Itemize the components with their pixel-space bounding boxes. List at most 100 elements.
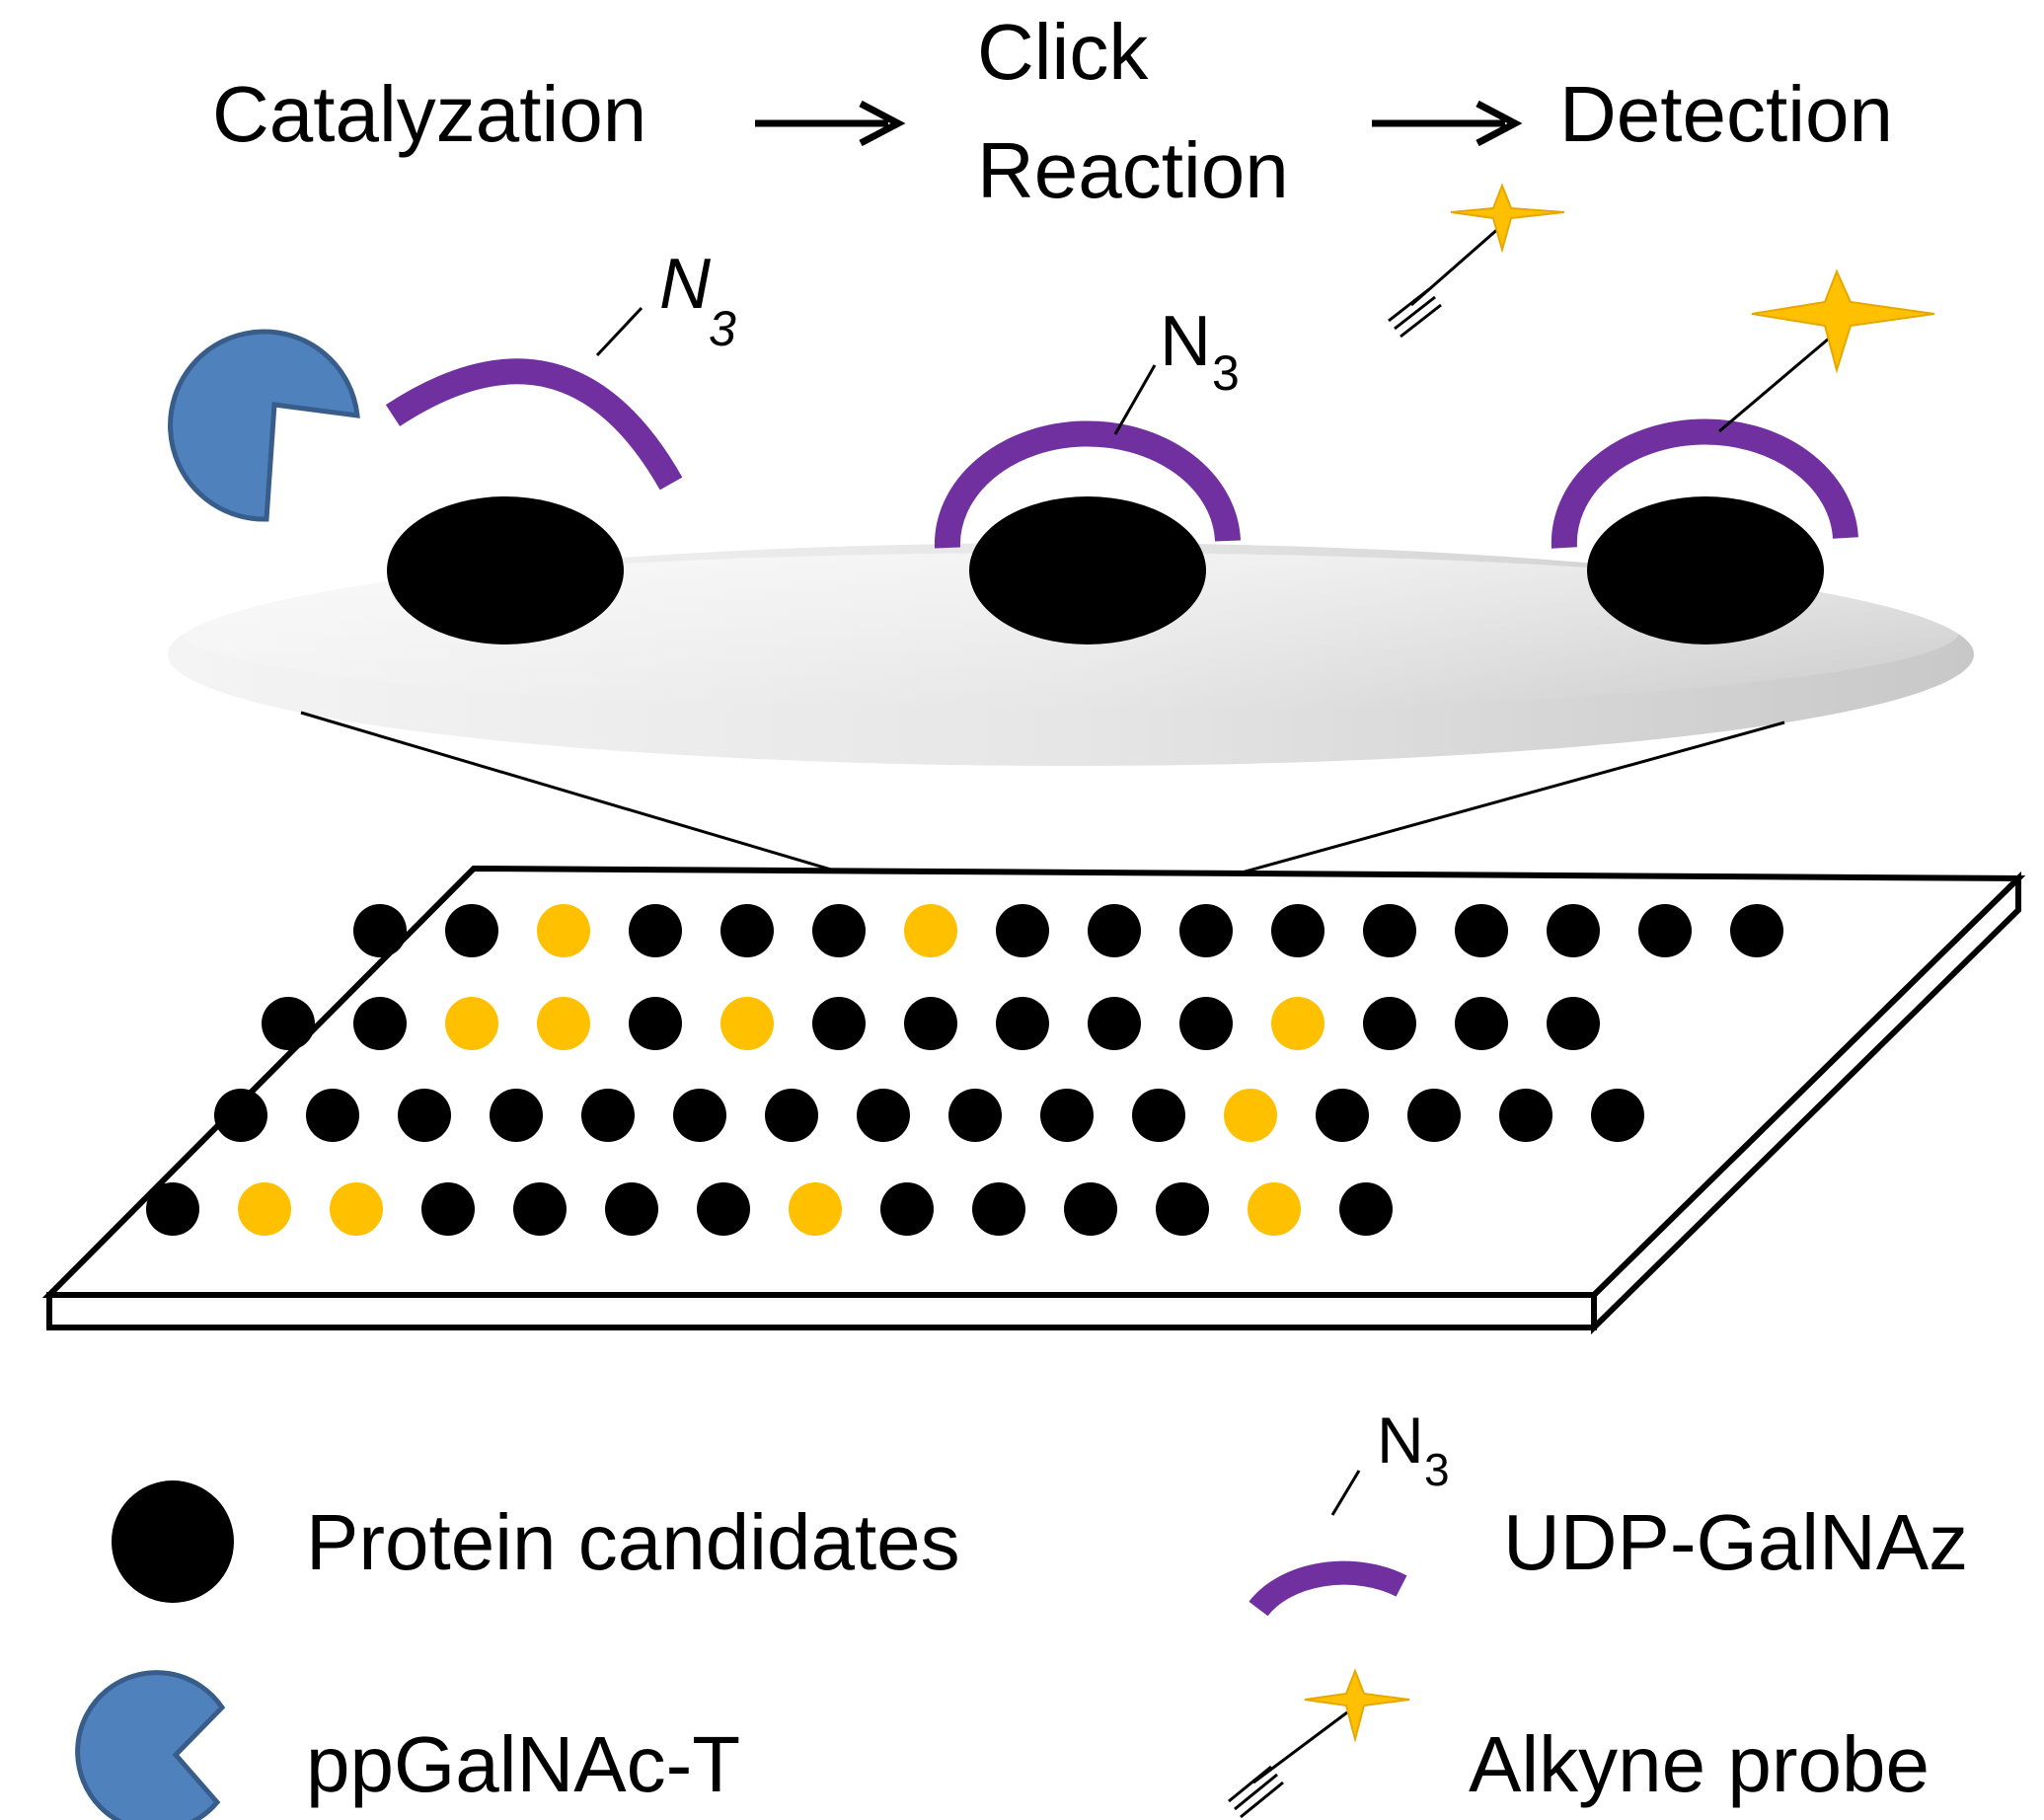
protein-icon — [387, 496, 624, 645]
array-spot — [996, 904, 1049, 957]
svg-text:3: 3 — [1212, 345, 1240, 401]
array-spot — [904, 997, 957, 1050]
array-spot — [398, 1089, 451, 1142]
legend-label-sugar: UDP-GalNAz — [1503, 1498, 1968, 1586]
array-spot — [421, 1182, 475, 1236]
stage-click-reaction: N 3 — [934, 302, 1241, 645]
svg-text:3: 3 — [1424, 1444, 1450, 1495]
array-spot — [1547, 997, 1600, 1050]
svg-text:N: N — [1377, 1403, 1424, 1477]
array-spot — [1316, 1089, 1369, 1142]
array-spot — [1363, 997, 1416, 1050]
svg-text:3: 3 — [709, 301, 736, 356]
array-spot — [880, 1182, 934, 1236]
legend: Protein candidates ppGalNAc-T N 3 UDP-Ga… — [75, 1403, 1968, 1820]
stage-detection — [1551, 268, 1935, 645]
array-spot — [1363, 904, 1416, 957]
array-spot — [490, 1089, 543, 1142]
spot-grid — [146, 904, 1783, 1236]
step-click-line2: Reaction — [977, 126, 1289, 214]
legend-label-probe: Alkyne probe — [1469, 1720, 1930, 1808]
array-spot-detected — [904, 904, 957, 957]
azide-label: N 3 — [1377, 1403, 1450, 1495]
legend-label-enzyme: ppGalNAc-T — [306, 1720, 740, 1808]
array-spot — [1088, 997, 1141, 1050]
array-spot-detected — [330, 1182, 383, 1236]
array-spot — [765, 1089, 818, 1142]
array-spot — [948, 1089, 1002, 1142]
step-catalyzation: Catalyzation — [212, 70, 646, 158]
sugar-icon — [385, 358, 683, 491]
array-spot — [1547, 904, 1600, 957]
array-spot — [720, 904, 774, 957]
sugar-icon — [934, 420, 1241, 549]
array-spot — [581, 1089, 635, 1142]
array-spot — [812, 997, 866, 1050]
step-click-line1: Click — [977, 8, 1149, 96]
array-spot — [146, 1182, 199, 1236]
array-spot — [629, 904, 682, 957]
array-spot — [1179, 904, 1233, 957]
slide-front-edge — [46, 1292, 1597, 1330]
array-spot — [353, 997, 407, 1050]
alkyne-probe-icon — [1228, 1668, 1410, 1819]
array-spot — [353, 904, 407, 957]
array-spot — [1455, 904, 1508, 957]
microarray-slide — [41, 865, 2026, 1335]
star-icon — [1751, 268, 1935, 374]
array-spot — [445, 904, 498, 957]
protein-icon — [969, 496, 1206, 645]
step-arrow-1 — [755, 100, 906, 147]
legend-item-sugar: N 3 UDP-GalNAz — [1249, 1403, 1968, 1617]
legend-item-protein: Protein candidates — [112, 1480, 960, 1603]
array-spot-detected — [720, 997, 774, 1050]
array-spot — [1064, 1182, 1117, 1236]
array-spot — [306, 1089, 359, 1142]
array-spot — [214, 1089, 267, 1142]
array-spot — [513, 1182, 567, 1236]
array-spot — [996, 997, 1049, 1050]
array-spot — [1271, 904, 1325, 957]
array-spot — [972, 1182, 1025, 1236]
array-spot — [1455, 997, 1508, 1050]
array-spot — [1407, 1089, 1461, 1142]
star-icon — [1304, 1668, 1410, 1743]
array-spot — [629, 997, 682, 1050]
array-spot — [1088, 904, 1141, 957]
protein-icon — [112, 1480, 234, 1603]
enzyme-icon — [168, 329, 360, 522]
array-spot-detected — [238, 1182, 291, 1236]
legend-item-probe: Alkyne probe — [1228, 1668, 1930, 1819]
sugar-icon — [1551, 418, 1858, 549]
array-spot — [1730, 904, 1783, 957]
array-spot — [1179, 997, 1233, 1050]
array-spot — [262, 997, 315, 1050]
protein-icon — [1587, 496, 1824, 645]
svg-text:N: N — [659, 245, 712, 324]
array-spot — [812, 904, 866, 957]
array-spot — [697, 1182, 750, 1236]
array-spot — [1591, 1089, 1644, 1142]
star-icon — [1450, 183, 1565, 254]
azide-label: N 3 — [659, 245, 736, 356]
array-spot — [1499, 1089, 1552, 1142]
legend-item-enzyme: ppGalNAc-T — [75, 1670, 740, 1820]
step-labels: Catalyzation Click Reaction Detection — [212, 8, 1893, 214]
array-spot — [1339, 1182, 1393, 1236]
array-spot-detected — [537, 997, 590, 1050]
array-spot — [1638, 904, 1692, 957]
step-arrow-2 — [1372, 100, 1523, 147]
array-spot — [1132, 1089, 1185, 1142]
legend-label-protein: Protein candidates — [306, 1498, 960, 1586]
svg-text:N: N — [1160, 302, 1211, 381]
sugar-icon — [1249, 1560, 1407, 1617]
array-spot — [857, 1089, 910, 1142]
array-spot-detected — [445, 997, 498, 1050]
array-spot-detected — [1248, 1182, 1301, 1236]
stage-catalyzation: N 3 — [168, 245, 736, 645]
alkyne-probe-icon — [1388, 183, 1565, 339]
array-spot-detected — [537, 904, 590, 957]
array-spot — [1156, 1182, 1209, 1236]
array-spot-detected — [1271, 997, 1325, 1050]
